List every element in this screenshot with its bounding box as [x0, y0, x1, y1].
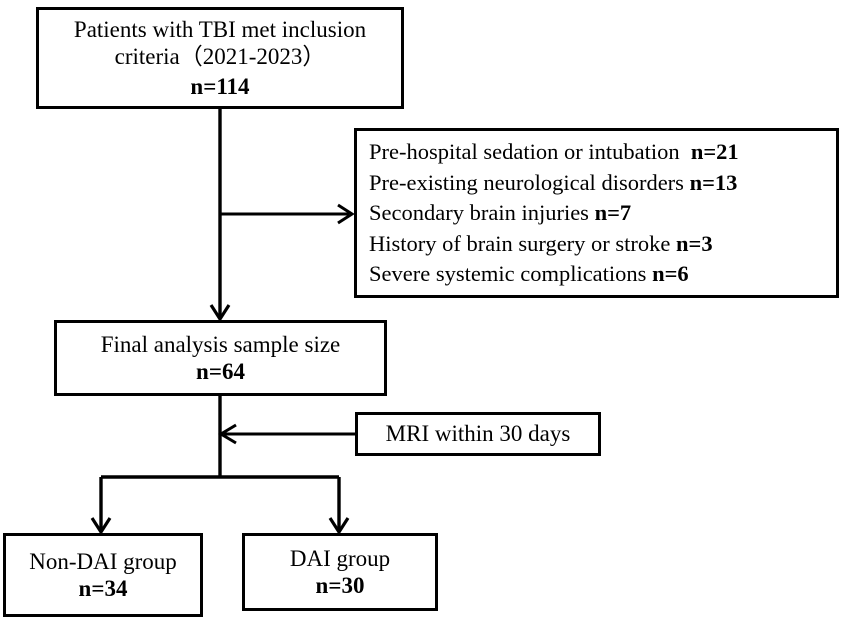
- node-dai-group: DAI group n=30: [242, 533, 438, 611]
- exclusion-count-1: n=21: [690, 139, 739, 164]
- exclusion-label-3: Secondary brain injuries: [369, 200, 589, 226]
- exclusion-item-5: Severe systemic complications n=6: [369, 259, 836, 290]
- arrowhead-into-non-dai-box: [90, 517, 112, 535]
- exclusion-label-4: History of brain surgery or stroke: [369, 230, 671, 256]
- node-final-sample-size: Final analysis sample size n=64: [54, 320, 387, 396]
- node-exclusion-criteria: Pre-hospital sedation or intubation n=21…: [354, 128, 839, 298]
- exclusion-label-5: Severe systemic complications: [369, 261, 647, 287]
- exclusion-count-2: n=13: [689, 169, 738, 195]
- mri-label: MRI within 30 days: [385, 421, 571, 447]
- exclusion-label-2: Pre-existing neurological disorders: [369, 169, 684, 195]
- exclusion-count-3: n=7: [594, 200, 632, 226]
- node-inclusion-criteria: Patients with TBI met inclusion criteria…: [36, 7, 404, 109]
- dai-count: n=30: [315, 573, 365, 598]
- exclusion-item-4: History of brain surgery or stroke n=3: [369, 229, 836, 260]
- non-dai-count: n=34: [78, 576, 128, 601]
- node-non-dai-group: Non-DAI group n=34: [3, 533, 203, 617]
- final-sample-label: Final analysis sample size: [100, 331, 341, 357]
- dai-label: DAI group: [289, 545, 391, 571]
- exclusion-count-5: n=6: [652, 261, 689, 287]
- exclusion-item-3: Secondary brain injuries n=7: [369, 198, 836, 229]
- exclusion-item-2: Pre-existing neurological disorders n=13: [369, 168, 836, 199]
- exclusion-label-1: Pre-hospital sedation or intubation: [369, 139, 680, 164]
- inclusion-line-1: Patients with TBI met inclusion: [73, 17, 367, 43]
- arrowhead-into-trunk-from-mri: [218, 423, 237, 445]
- arrowhead-into-dai-box: [328, 517, 350, 535]
- non-dai-label: Non-DAI group: [29, 548, 177, 574]
- node-mri-within-30-days: MRI within 30 days: [355, 412, 601, 456]
- exclusion-item-1: Pre-hospital sedation or intubation n=21: [369, 137, 836, 168]
- final-sample-count: n=64: [196, 359, 245, 384]
- arrowhead-into-exclusion-box: [337, 203, 355, 225]
- inclusion-count: n=114: [190, 73, 250, 99]
- arrowhead-into-final-box: [209, 304, 231, 322]
- inclusion-line-2: criteria（2021-2023）: [114, 44, 326, 70]
- exclusion-count-4: n=3: [676, 230, 713, 256]
